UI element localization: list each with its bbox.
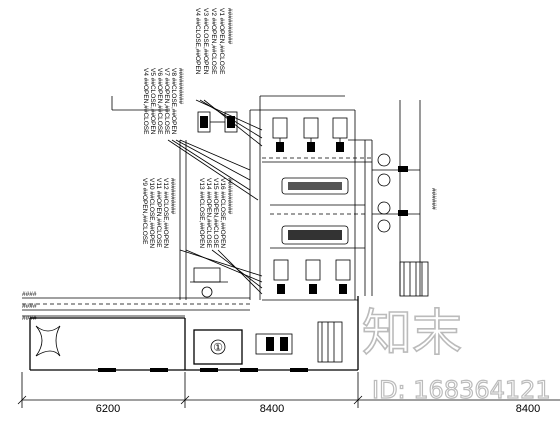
dimension-lines [17, 372, 560, 408]
top-valves [197, 111, 238, 133]
right-stair [399, 261, 429, 297]
valve-label-top-left-5: V8 ##CLOSE,##OPEN [170, 68, 177, 135]
valve-label-mid-right-1: V13 ##CLOSE,##OPEN [198, 178, 205, 248]
valve-label-mid-right-5: ########## [226, 178, 233, 215]
valve-label-mid-right-3: V15 ##OPEN,##CLOSE [212, 178, 219, 249]
dimension-left: 6200 [96, 403, 120, 415]
valve-label-top-right-1: V4 ##CLOSE,##OPEN [194, 8, 201, 75]
right-riser-note: ###### [430, 188, 437, 210]
valve-label-mid-right-4: V16 ##CLOSE,##OPEN [219, 178, 226, 248]
tank-area [193, 321, 343, 365]
valve-label-top-left-2: V5 ##CLOSE,##OPEN [149, 68, 156, 135]
right-risers [348, 100, 421, 296]
valve-label-top-left-6: ########## [177, 68, 184, 105]
valve-label-top-right-3: V2 ##OPEN,##CLOSE [210, 8, 217, 75]
valve-label-mid-left-2: V10 ##CLOSE,##OPEN [148, 178, 155, 248]
valve-label-top-right-4: V1 ##OPEN,##CLOSE [218, 8, 225, 75]
tank-number-label: ① [213, 342, 223, 354]
valve-label-top-right-5: ########## [226, 8, 233, 45]
watermark-id: ID: 168364121 [372, 376, 551, 404]
left-chamber [29, 317, 185, 371]
tank-1 [193, 329, 243, 365]
filter-vessels [270, 177, 365, 249]
main-pipes [22, 96, 250, 317]
valve-label-mid-left-3: V11 ##OPEN,##CLOSE [155, 178, 162, 248]
valve-label-mid-right-2: V14 ##OPEN,##CLOSE [205, 178, 212, 249]
pipe-label-2: #### [22, 303, 37, 310]
left-valve-assembly [190, 267, 228, 298]
leader-lines [167, 99, 263, 300]
valve-label-mid-left-1: V9 ##OPEN,##CLOSE [141, 178, 148, 245]
valve-label-top-left-4: V7 ##OPEN,##CLOSE [163, 68, 170, 135]
pump-row-bottom [262, 259, 358, 301]
dimension-right: 8400 [516, 403, 540, 415]
dimension-middle: 8400 [260, 403, 284, 415]
column-markers [98, 368, 308, 372]
pump-row-top [262, 117, 372, 163]
valve-label-top-left-1: V4 ##OPEN,##CLOSE [142, 68, 149, 135]
valve-label-top-right-2: V3 ##CLOSE,##OPEN [202, 8, 209, 75]
pipe-label-1: #### [22, 291, 37, 298]
pipe-label-3: #### [22, 315, 37, 322]
watermark-logo: 知末 [362, 304, 462, 362]
valve-label-top-left-3: V6 ##OPEN,##CLOSE [156, 68, 163, 135]
valve-label-mid-left-4: V12 ##CLOSE,##OPEN [162, 178, 169, 248]
valve-label-mid-left-5: ########## [169, 178, 176, 215]
